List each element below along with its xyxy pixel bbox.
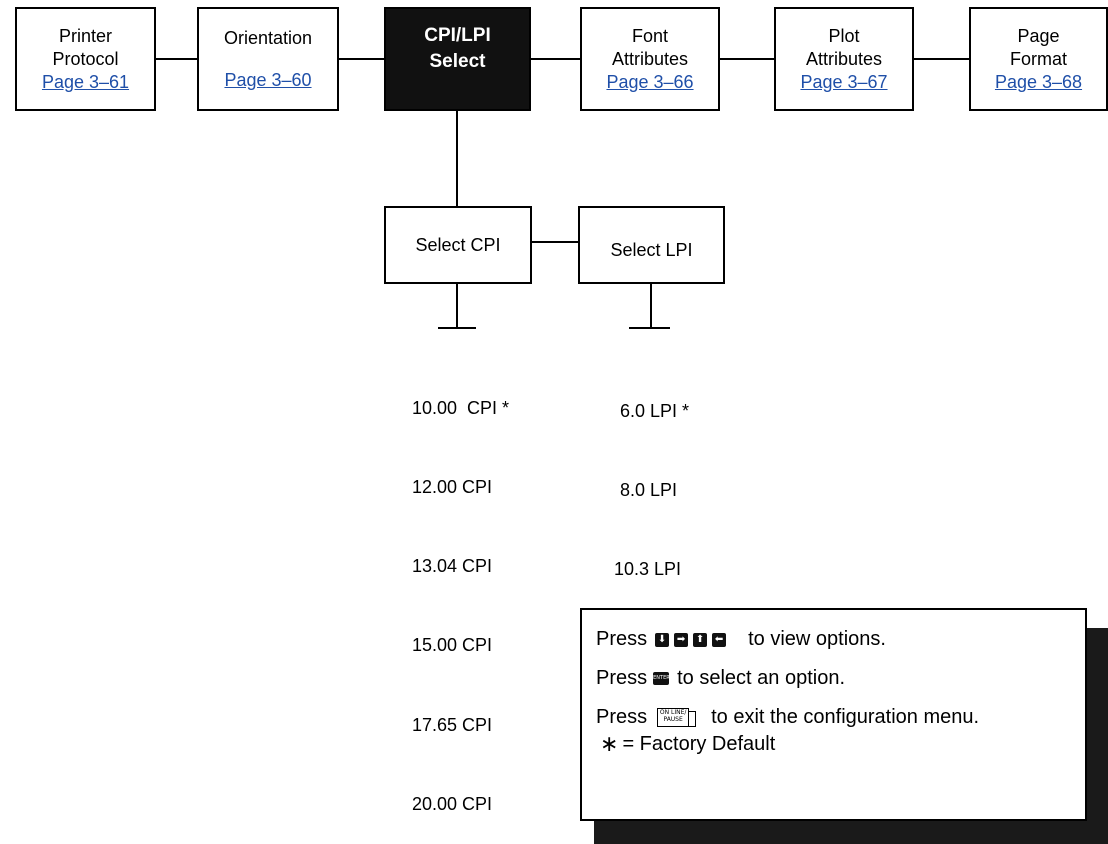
cpi-option: 13.04 CPI [412, 556, 493, 577]
factory-default-text: = Factory Default [622, 732, 776, 755]
cpi-options-list: 10.00 CPI * 12.00 CPI 13.04 CPI 15.00 CP… [412, 342, 509, 844]
menu-box-label: Format [1009, 48, 1067, 69]
legend-row-select: Press ENTER to select an option. [596, 659, 1085, 698]
menu-box-label: Page [1017, 25, 1060, 46]
legend-row-default: ∗ = Factory Default [596, 729, 1085, 759]
cpi-option: 12.00 CPI [412, 477, 493, 498]
menu-box-label: Printer [58, 25, 112, 46]
select-cpi-label: Select CPI [415, 234, 501, 255]
up-arrow-icon: ⬆ [693, 632, 708, 647]
exit-menu-text: to exit the configuration menu. [711, 706, 980, 728]
legend-row-view: Press ⬇ ➡ ⬆ ⬅ to view options. [596, 620, 1085, 659]
menu-box-cpi-lpi-select[interactable]: CPI/LPI Select [384, 7, 531, 111]
page-link[interactable]: Page 3–67 [800, 71, 888, 92]
press-label: Press [596, 667, 648, 689]
online-pause-key-icon: ON LINE/PAUSE [657, 708, 697, 727]
menu-box-page-format[interactable]: Page Format Page 3–68 [969, 7, 1108, 111]
menu-box-label: CPI/LPI [424, 25, 491, 46]
cpi-option: 17.65 CPI [412, 714, 493, 735]
select-lpi-box[interactable]: Select LPI [578, 206, 725, 284]
page-link[interactable]: Page 3–60 [224, 69, 312, 90]
page-link[interactable]: Page 3–66 [606, 71, 694, 92]
cpi-option: 20.00 CPI [412, 793, 493, 814]
view-options-text: to view options. [748, 628, 886, 650]
menu-box-orientation[interactable]: Orientation Page 3–60 [197, 7, 339, 111]
press-label: Press [596, 628, 648, 650]
cpi-option: 15.00 CPI [412, 635, 493, 656]
select-option-text: to select an option. [677, 667, 846, 689]
legend-row-exit: Press ON LINE/PAUSE to exit the configur… [596, 698, 1085, 737]
menu-box-label: Orientation [223, 27, 313, 48]
menu-box-font-attributes[interactable]: Font Attributes Page 3–66 [580, 7, 720, 111]
lpi-options-list: 6.0 LPI * 8.0 LPI 10.3 LPI [614, 345, 689, 609]
down-arrow-icon: ⬇ [655, 632, 670, 647]
right-arrow-icon: ➡ [674, 632, 689, 647]
key-legend: Press ⬇ ➡ ⬆ ⬅ to view options. Press ENT… [580, 608, 1087, 821]
menu-box-printer-protocol[interactable]: Printer Protocol Page 3–61 [15, 7, 156, 111]
page-link[interactable]: Page 3–68 [994, 71, 1083, 92]
lpi-option: 6.0 LPI * [620, 400, 690, 421]
menu-box-label: Attributes [805, 48, 883, 69]
lpi-option: 10.3 LPI [614, 559, 682, 580]
menu-box-plot-attributes[interactable]: Plot Attributes Page 3–67 [774, 7, 914, 111]
cpi-option: 10.00 CPI * [412, 397, 510, 418]
menu-box-label: Select [429, 51, 486, 72]
enter-key-icon: ENTER [653, 672, 670, 685]
menu-box-label: Font [631, 25, 669, 46]
menu-box-label: Protocol [52, 48, 119, 69]
select-lpi-label: Select LPI [610, 239, 693, 260]
left-arrow-icon: ⬅ [712, 632, 727, 647]
menu-box-label: Attributes [611, 48, 689, 69]
select-cpi-box[interactable]: Select CPI [384, 206, 532, 284]
press-label: Press [596, 706, 648, 728]
asterisk-icon: ∗ [600, 731, 619, 756]
page-link[interactable]: Page 3–61 [41, 71, 130, 92]
lpi-option: 8.0 LPI [620, 480, 678, 501]
menu-box-label: Plot [828, 25, 860, 46]
